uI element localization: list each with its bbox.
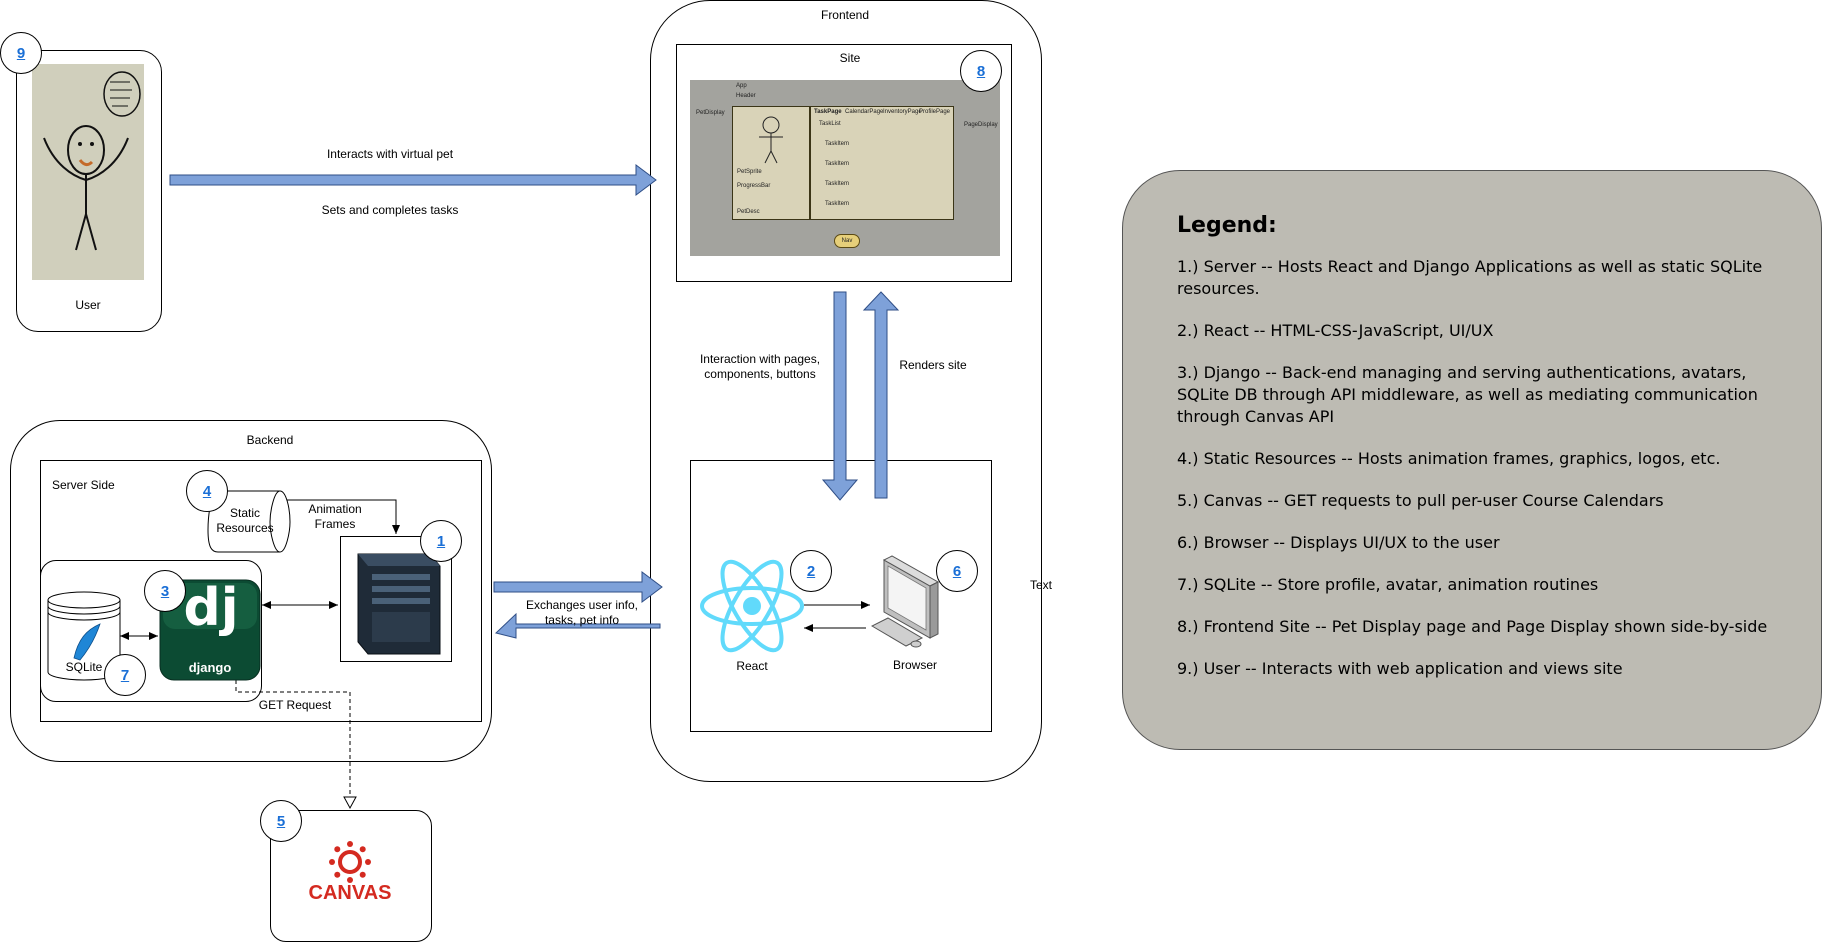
frontend-title: Frontend xyxy=(820,8,870,22)
mock-tab-task: TaskPage xyxy=(814,109,842,115)
get-request-label: GET Request xyxy=(258,698,332,712)
mock-page-panel: TaskPage CalendarPage InventoryPage Prof… xyxy=(810,106,954,220)
sqlite-cylinder xyxy=(47,591,121,681)
mock-pet-desc-label: PetDesc xyxy=(737,209,760,215)
legend-item-frontend-site: 8.) Frontend Site -- Pet Display page an… xyxy=(1177,617,1768,636)
backend-to-react-arrow xyxy=(493,571,663,603)
mock-nav-button: Nav xyxy=(834,234,860,248)
react-to-backend-arrow xyxy=(494,612,661,639)
server-tower-graphic xyxy=(357,553,441,655)
legend-item-django: 3.) Django -- Back-end managing and serv… xyxy=(1177,363,1758,426)
mock-app-label: App xyxy=(736,83,747,89)
animation-frames-label: Animation Frames xyxy=(308,502,362,531)
react-label: React xyxy=(736,659,768,673)
renders-site-label: Renders site xyxy=(899,358,967,372)
get-request-connector xyxy=(235,680,357,810)
sets-tasks-label: Sets and completes tasks xyxy=(321,203,459,217)
mock-pet-sprite-graphic xyxy=(759,116,783,164)
interaction-pages-label: Interaction with pages, components, butt… xyxy=(699,352,821,381)
mock-task-item: TaskItem xyxy=(825,201,850,207)
user-to-site-arrow xyxy=(169,164,657,196)
exchanges-label: Exchanges user info, tasks, pet info xyxy=(525,598,639,627)
canvas-label: CANVAS xyxy=(308,882,392,904)
legend-item-static-resources: 4.) Static Resources -- Hosts animation … xyxy=(1177,449,1721,468)
stick-figure-graphic xyxy=(43,71,141,251)
mock-pet-panel: PetSprite ProgressBar PetDesc xyxy=(732,106,810,220)
legend-item-sqlite: 7.) SQLite -- Store profile, avatar, ani… xyxy=(1177,575,1599,594)
badge-9[interactable]: 9 xyxy=(0,32,42,74)
user-label: User xyxy=(75,298,101,312)
django-dj-mark: dj xyxy=(183,578,239,638)
badge-1[interactable]: 1 xyxy=(420,520,462,562)
badge-5[interactable]: 5 xyxy=(260,800,302,842)
server-side-label: Server Side xyxy=(52,478,115,492)
badge-2[interactable]: 2 xyxy=(790,550,832,592)
badge-4[interactable]: 4 xyxy=(186,470,228,512)
legend-title: Legend: xyxy=(1177,213,1277,238)
legend-item-react: 2.) React -- HTML-CSS-JavaScript, UI/UX xyxy=(1177,321,1494,340)
mock-page-display-label: PageDisplay xyxy=(964,122,998,128)
browser-to-site-arrow xyxy=(862,291,900,499)
badge-8[interactable]: 8 xyxy=(960,50,1002,92)
text-label: Text xyxy=(1030,578,1053,592)
browser-label: Browser xyxy=(892,658,937,672)
user-sketch-image xyxy=(32,64,144,280)
canvas-logo-graphic xyxy=(329,841,371,883)
legend-item-user: 9.) User -- Interacts with web applicati… xyxy=(1177,659,1623,678)
browser-computer-graphic xyxy=(870,555,940,648)
interacts-label: Interacts with virtual pet xyxy=(326,147,454,161)
django-label: django xyxy=(188,660,232,675)
mock-pet-sprite-label: PetSprite xyxy=(737,169,762,175)
mock-task-list: TaskList xyxy=(819,121,841,127)
react-logo-graphic xyxy=(700,559,804,653)
mock-tab-profile: ProfilePage xyxy=(919,109,951,115)
animation-frames-connector xyxy=(285,499,400,534)
backend-title: Backend xyxy=(246,433,294,447)
mock-tab-calendar: CalendarPage xyxy=(845,109,884,115)
site-title: Site xyxy=(839,51,861,65)
site-mockup-image: App Header PetDisplay PageDisplay PetSpr… xyxy=(690,80,1000,256)
static-resources-label: Static Resources xyxy=(216,506,274,535)
legend-item-server: 1.) Server -- Hosts React and Django App… xyxy=(1177,257,1763,298)
mock-tab-inventory: InventoryPage xyxy=(883,109,922,115)
mock-task-item: TaskItem xyxy=(825,141,850,147)
mock-pet-display-label: PetDisplay xyxy=(696,110,725,116)
django-logo xyxy=(159,579,261,681)
badge-3[interactable]: 3 xyxy=(144,570,186,612)
react-browser-box xyxy=(690,460,992,732)
mock-task-item: TaskItem xyxy=(825,161,850,167)
mock-header-label: Header xyxy=(736,93,756,99)
legend-item-canvas: 5.) Canvas -- GET requests to pull per-u… xyxy=(1177,491,1664,510)
legend-item-browser: 6.) Browser -- Displays UI/UX to the use… xyxy=(1177,533,1500,552)
mock-progress-bar-label: ProgressBar xyxy=(737,183,771,189)
legend-panel: Legend: 1.) Server -- Hosts React and Dj… xyxy=(1122,170,1822,750)
mock-task-item: TaskItem xyxy=(825,181,850,187)
badge-6[interactable]: 6 xyxy=(936,550,978,592)
site-to-react-arrow xyxy=(821,291,859,501)
sqlite-label: SQLite xyxy=(65,660,103,674)
badge-7[interactable]: 7 xyxy=(104,654,146,696)
